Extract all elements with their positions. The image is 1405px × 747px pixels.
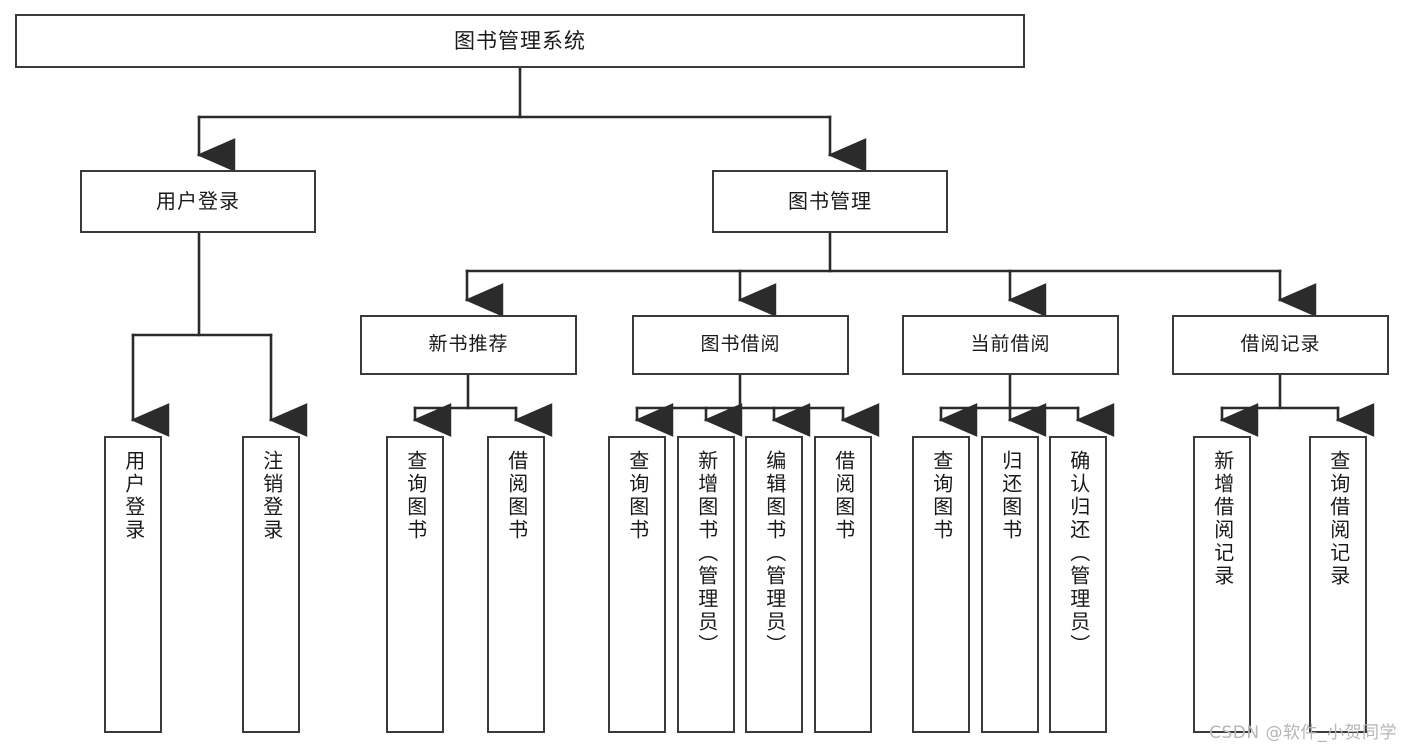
leaf-new-book-query[interactable]: 查询图书 — [386, 436, 444, 733]
leaf-user-login-logout[interactable]: 注销登录 — [242, 436, 300, 733]
node-book-borrow[interactable]: 图书借阅 — [632, 315, 849, 375]
leaf-record-query-label: 查询借阅记录 — [1326, 450, 1351, 588]
leaf-user-login-logout-label: 注销登录 — [259, 450, 284, 542]
node-current-borrow-label: 当前借阅 — [970, 333, 1051, 356]
node-user-login[interactable]: 用户登录 — [80, 170, 316, 233]
leaf-new-book-query-label: 查询图书 — [403, 450, 428, 542]
node-new-book-recommend[interactable]: 新书推荐 — [360, 315, 577, 375]
leaf-new-book-borrow-label: 借阅图书 — [504, 450, 529, 542]
leaf-current-confirm-return-label: 确认归还（管理员） — [1066, 450, 1091, 657]
node-borrow-record[interactable]: 借阅记录 — [1172, 315, 1389, 375]
leaf-user-login-login[interactable]: 用户登录 — [104, 436, 162, 733]
leaf-borrow-edit-book-label: 编辑图书（管理员） — [762, 450, 787, 657]
leaf-borrow-borrow-book-label: 借阅图书 — [831, 450, 856, 542]
csdn-watermark: CSDN @软件_小贺同学 — [1209, 723, 1397, 743]
leaf-record-add[interactable]: 新增借阅记录 — [1193, 436, 1251, 733]
leaf-record-query[interactable]: 查询借阅记录 — [1309, 436, 1367, 733]
leaf-borrow-edit-book[interactable]: 编辑图书（管理员） — [745, 436, 803, 733]
leaf-current-query-label: 查询图书 — [929, 450, 954, 542]
leaf-borrow-query[interactable]: 查询图书 — [608, 436, 666, 733]
node-new-book-recommend-label: 新书推荐 — [428, 333, 509, 356]
leaf-user-login-login-label: 用户登录 — [121, 450, 146, 542]
node-borrow-record-label: 借阅记录 — [1240, 333, 1321, 356]
leaf-current-confirm-return[interactable]: 确认归还（管理员） — [1049, 436, 1107, 733]
node-user-login-label: 用户登录 — [156, 189, 240, 213]
node-book-borrow-label: 图书借阅 — [700, 333, 781, 356]
node-book-manage-label: 图书管理 — [788, 189, 872, 213]
node-root[interactable]: 图书管理系统 — [15, 14, 1025, 68]
leaf-current-return-label: 归还图书 — [998, 450, 1023, 542]
leaf-borrow-query-label: 查询图书 — [625, 450, 650, 542]
leaf-current-query[interactable]: 查询图书 — [912, 436, 970, 733]
leaf-current-return[interactable]: 归还图书 — [981, 436, 1039, 733]
node-root-label: 图书管理系统 — [454, 28, 586, 53]
leaf-borrow-borrow-book[interactable]: 借阅图书 — [814, 436, 872, 733]
node-current-borrow[interactable]: 当前借阅 — [902, 315, 1119, 375]
leaf-new-book-borrow[interactable]: 借阅图书 — [487, 436, 545, 733]
leaf-borrow-add-book-label: 新增图书（管理员） — [694, 450, 719, 657]
leaf-borrow-add-book[interactable]: 新增图书（管理员） — [677, 436, 735, 733]
node-book-manage[interactable]: 图书管理 — [712, 170, 948, 233]
leaf-record-add-label: 新增借阅记录 — [1210, 450, 1235, 588]
